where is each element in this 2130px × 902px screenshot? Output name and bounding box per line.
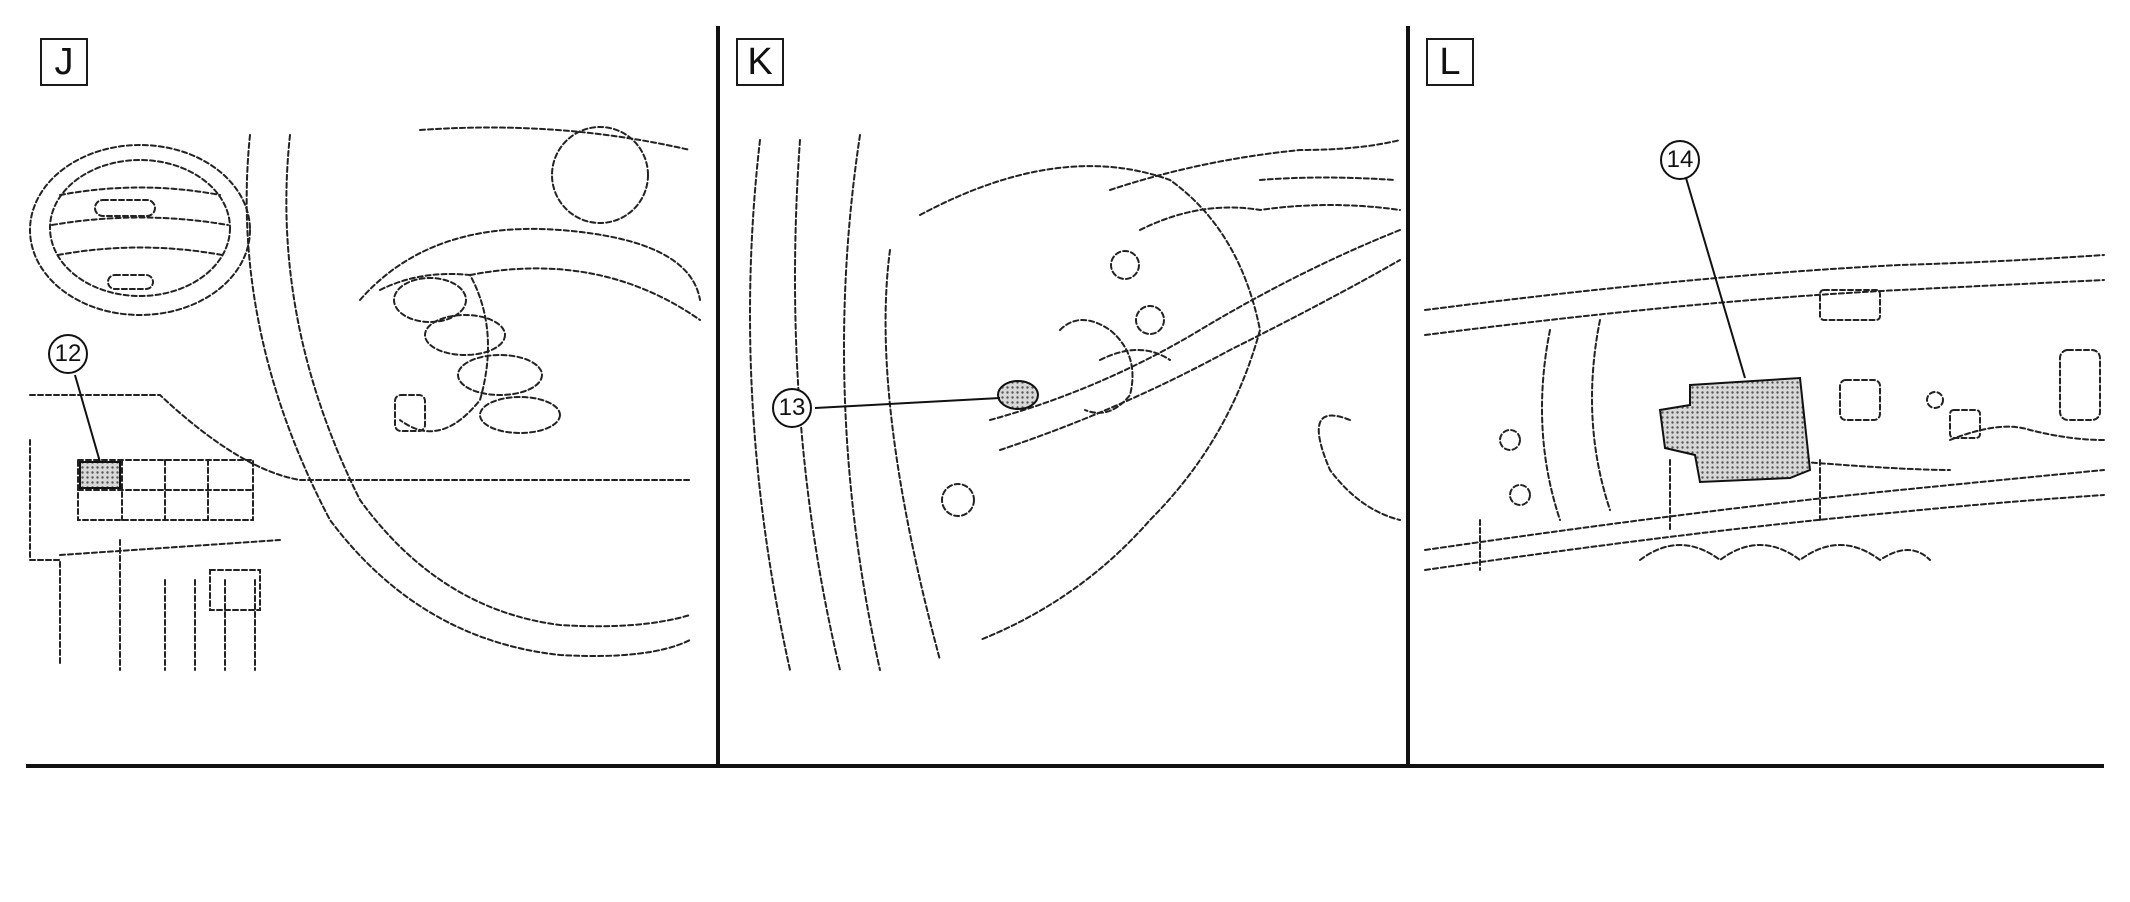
panel-label-l: L [1426, 38, 1474, 86]
panel-label-j: J [40, 38, 88, 86]
callout-12: 12 [48, 334, 88, 374]
panel-k-drawing [749, 134, 1401, 671]
highlighted-switch [79, 461, 121, 489]
callout-13: 13 [772, 388, 812, 428]
highlighted-sensor [997, 380, 1039, 410]
panel-label-k: K [736, 38, 784, 86]
panel-j-drawing [29, 126, 701, 671]
panel-l-drawing [1424, 177, 2105, 571]
callout-14: 14 [1660, 140, 1700, 180]
highlighted-control-unit [1658, 376, 1812, 484]
panel-frame [26, 26, 2104, 768]
